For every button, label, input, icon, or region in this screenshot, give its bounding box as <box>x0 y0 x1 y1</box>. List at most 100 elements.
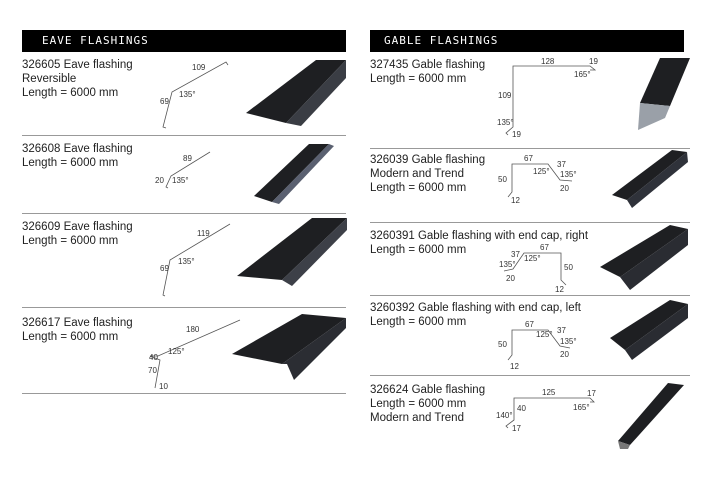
dim-label: 20 <box>506 274 515 283</box>
dim-label: 37 <box>511 250 520 259</box>
dim-label: 40 <box>149 353 158 362</box>
dim-label: 50 <box>498 175 507 184</box>
dim-label: 70 <box>148 366 157 375</box>
product-image-326605 <box>246 60 346 126</box>
dim-label: 109 <box>192 63 206 72</box>
product-image-326624 <box>618 383 684 449</box>
product-326617: 326617 Eave flashing Length = 6000 mm <box>22 316 133 344</box>
angle-label: 135° <box>497 118 514 127</box>
angle-label: 125° <box>536 330 553 339</box>
product-3260391: 3260391 Gable flashing with end cap, rig… <box>370 229 588 257</box>
divider <box>370 295 690 296</box>
product-327435: 327435 Gable flashing Length = 6000 mm <box>370 58 485 86</box>
product-length: Length = 6000 mm <box>22 87 119 99</box>
product-326039: 326039 Gable flashing Modern and Trend L… <box>370 153 485 195</box>
product-image-3260391 <box>600 225 688 290</box>
product-name: 327435 Gable flashing <box>370 59 486 71</box>
product-image-326608 <box>254 144 334 204</box>
product-name: 3260392 Gable flashing with end cap, lef… <box>370 302 581 314</box>
divider <box>370 222 690 223</box>
dim-label: 12 <box>511 196 520 205</box>
divider <box>370 148 690 149</box>
product-image-326617 <box>232 314 346 380</box>
product-name: 326624 Gable flashing <box>370 384 486 396</box>
gable-flashings-header: GABLE FLASHINGS <box>370 30 684 52</box>
product-image-326039 <box>612 150 688 208</box>
product-length: Length = 6000 mm <box>22 331 119 343</box>
dim-label: 69 <box>160 97 169 106</box>
product-326609: 326609 Eave flashing Length = 6000 mm <box>22 220 133 248</box>
product-326624: 326624 Gable flashing Length = 6000 mm M… <box>370 383 485 425</box>
product-length: Length = 6000 mm <box>22 157 119 169</box>
angle-label: 135° <box>179 90 196 99</box>
dim-label: 89 <box>183 154 192 163</box>
angle-label: 165° <box>573 403 590 412</box>
profile-drawing-326609: 119 69 135° <box>160 223 231 297</box>
angle-label: 140° <box>496 411 513 420</box>
dim-label: 20 <box>155 176 164 185</box>
dim-label: 67 <box>524 154 533 163</box>
divider <box>22 393 346 394</box>
dim-label: 69 <box>160 264 169 273</box>
profile-drawing-326617: 180 40 125° 70 10 <box>148 319 241 391</box>
dim-label: 37 <box>557 160 566 169</box>
dim-label: 67 <box>525 320 534 329</box>
dim-label: 67 <box>540 243 549 252</box>
angle-label: 125° <box>168 347 185 356</box>
dim-label: 20 <box>560 184 569 193</box>
profile-drawing-326039: 67 125° 37 135° 50 20 12 <box>498 154 577 205</box>
angle-label: 125° <box>524 254 541 263</box>
product-326608: 326608 Eave flashing Length = 6000 mm <box>22 142 133 170</box>
product-name: 326609 Eave flashing <box>22 221 133 233</box>
dim-label: 10 <box>159 382 168 391</box>
product-3260392: 3260392 Gable flashing with end cap, lef… <box>370 301 581 329</box>
dim-label: 17 <box>512 424 521 433</box>
angle-label: 135° <box>172 176 189 185</box>
angle-label: 135° <box>499 260 516 269</box>
angle-label: 165° <box>574 70 591 79</box>
product-variant: Modern and Trend <box>370 412 464 424</box>
angle-label: 135° <box>560 337 577 346</box>
dim-label: 128 <box>541 57 555 66</box>
divider <box>22 213 346 214</box>
product-image-3260392 <box>610 300 688 360</box>
angle-label: 135° <box>560 170 577 179</box>
product-length: Length = 6000 mm <box>370 316 467 328</box>
profile-drawing-3260391: 67 125° 37 135° 50 20 12 <box>499 243 573 294</box>
dim-label: 125 <box>542 388 556 397</box>
product-length: Length = 6000 mm <box>370 182 467 194</box>
product-name: 326605 Eave flashing <box>22 59 133 71</box>
dim-label: 19 <box>589 57 598 66</box>
product-image-326609 <box>237 218 347 286</box>
dim-label: 20 <box>560 350 569 359</box>
product-variant: Modern and Trend <box>370 168 464 180</box>
dim-label: 17 <box>587 389 596 398</box>
product-length: Length = 6000 mm <box>370 244 467 256</box>
dim-label: 180 <box>186 325 200 334</box>
product-variant: Reversible <box>22 73 77 85</box>
profile-drawing-3260392: 67 125° 37 135° 50 20 12 <box>498 320 577 371</box>
dim-label: 50 <box>498 340 507 349</box>
dim-label: 40 <box>517 404 526 413</box>
profile-drawing-327435: 128 19 165° 109 135° 19 <box>497 57 598 139</box>
product-length: Length = 6000 mm <box>22 235 119 247</box>
angle-label: 135° <box>178 257 195 266</box>
dim-label: 12 <box>555 285 564 294</box>
profile-drawing-326624: 125 17 165° 40 140° 17 <box>496 388 596 433</box>
product-name: 326617 Eave flashing <box>22 317 133 329</box>
product-name: 3260391 Gable flashing with end cap, rig… <box>370 230 589 242</box>
dim-label: 109 <box>498 91 512 100</box>
dim-label: 119 <box>197 229 210 238</box>
dim-label: 50 <box>564 263 573 272</box>
angle-label: 125° <box>533 167 550 176</box>
product-name: 326608 Eave flashing <box>22 143 133 155</box>
product-length: Length = 6000 mm <box>370 73 467 85</box>
dim-label: 19 <box>512 130 521 139</box>
product-image-327435 <box>638 58 690 130</box>
divider <box>22 135 346 136</box>
dim-label: 37 <box>557 326 566 335</box>
divider <box>370 375 690 376</box>
profile-drawing-326605: 109 69 135° <box>160 61 229 129</box>
product-326605: 326605 Eave flashing Reversible Length =… <box>22 58 133 100</box>
divider <box>22 307 346 308</box>
